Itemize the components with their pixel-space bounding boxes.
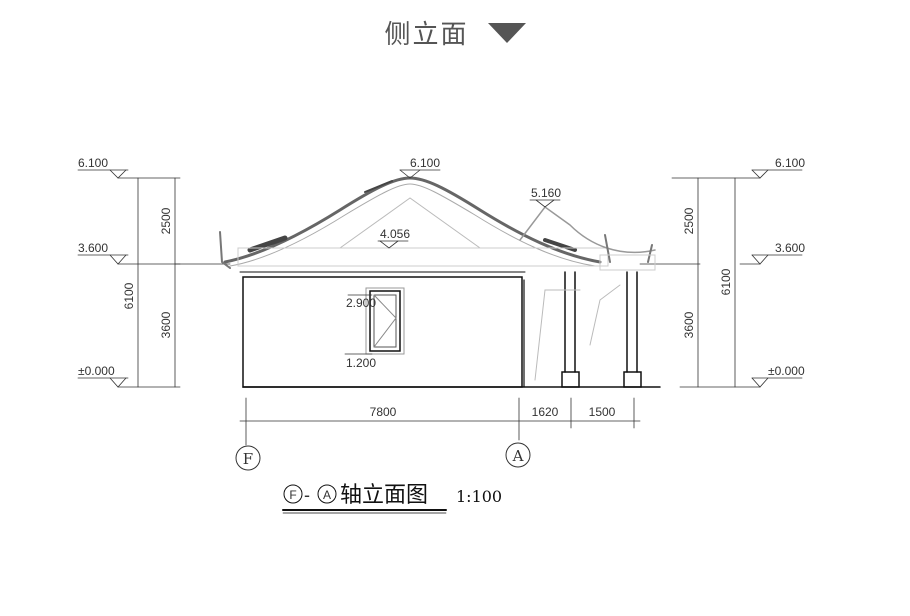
level-label-right-6100: 6.100 bbox=[775, 156, 805, 170]
level-label-left-3600: 3.600 bbox=[78, 241, 108, 255]
level-label-left-6100: 6.100 bbox=[78, 156, 108, 170]
triangle-down-icon bbox=[487, 22, 526, 43]
window-top-label: 2.900 bbox=[346, 296, 376, 310]
dim-1500: 1500 bbox=[589, 405, 616, 419]
level-markers-right bbox=[639, 169, 803, 388]
title-scale: 1:100 bbox=[456, 487, 502, 506]
svg-text:F: F bbox=[243, 450, 253, 468]
building-elevation bbox=[219, 169, 661, 388]
dim-7800: 7800 bbox=[370, 405, 397, 419]
section-header: 侧立面 bbox=[0, 14, 910, 51]
dim-right-total: 6100 bbox=[719, 268, 733, 295]
svg-text:A: A bbox=[323, 488, 331, 502]
horizontal-dimension-line bbox=[239, 397, 641, 446]
section-title: 侧立面 bbox=[384, 20, 469, 50]
ridge-level-label: 6.100 bbox=[410, 156, 440, 170]
axis-bubble-f: F bbox=[235, 445, 261, 471]
title-name: 轴立面图 bbox=[340, 483, 428, 508]
axis-bubble-a: A bbox=[505, 442, 531, 468]
level-markers-left bbox=[77, 169, 231, 388]
dim-right-upper: 2500 bbox=[682, 207, 696, 234]
drawing-title: F - A 轴立面图 1:100 bbox=[282, 483, 502, 514]
svg-text:-: - bbox=[304, 485, 310, 505]
dim-left-total: 6100 bbox=[122, 282, 136, 309]
dim-left-lower: 3600 bbox=[159, 311, 173, 338]
level-label-right-3600: 3.600 bbox=[775, 241, 805, 255]
gable-level-label: 4.056 bbox=[380, 227, 410, 241]
level-label-left-0: ±0.000 bbox=[78, 364, 115, 378]
dim-left-upper: 2500 bbox=[159, 207, 173, 234]
dim-right-lower: 3600 bbox=[682, 311, 696, 338]
level-label-right-0: ±0.000 bbox=[768, 364, 805, 378]
svg-text:A: A bbox=[512, 447, 524, 465]
window-sill-label: 1.200 bbox=[346, 356, 376, 370]
svg-text:F: F bbox=[289, 488, 296, 502]
porch-ridge-level-label: 5.160 bbox=[531, 186, 561, 200]
dim-1620: 1620 bbox=[532, 405, 559, 419]
